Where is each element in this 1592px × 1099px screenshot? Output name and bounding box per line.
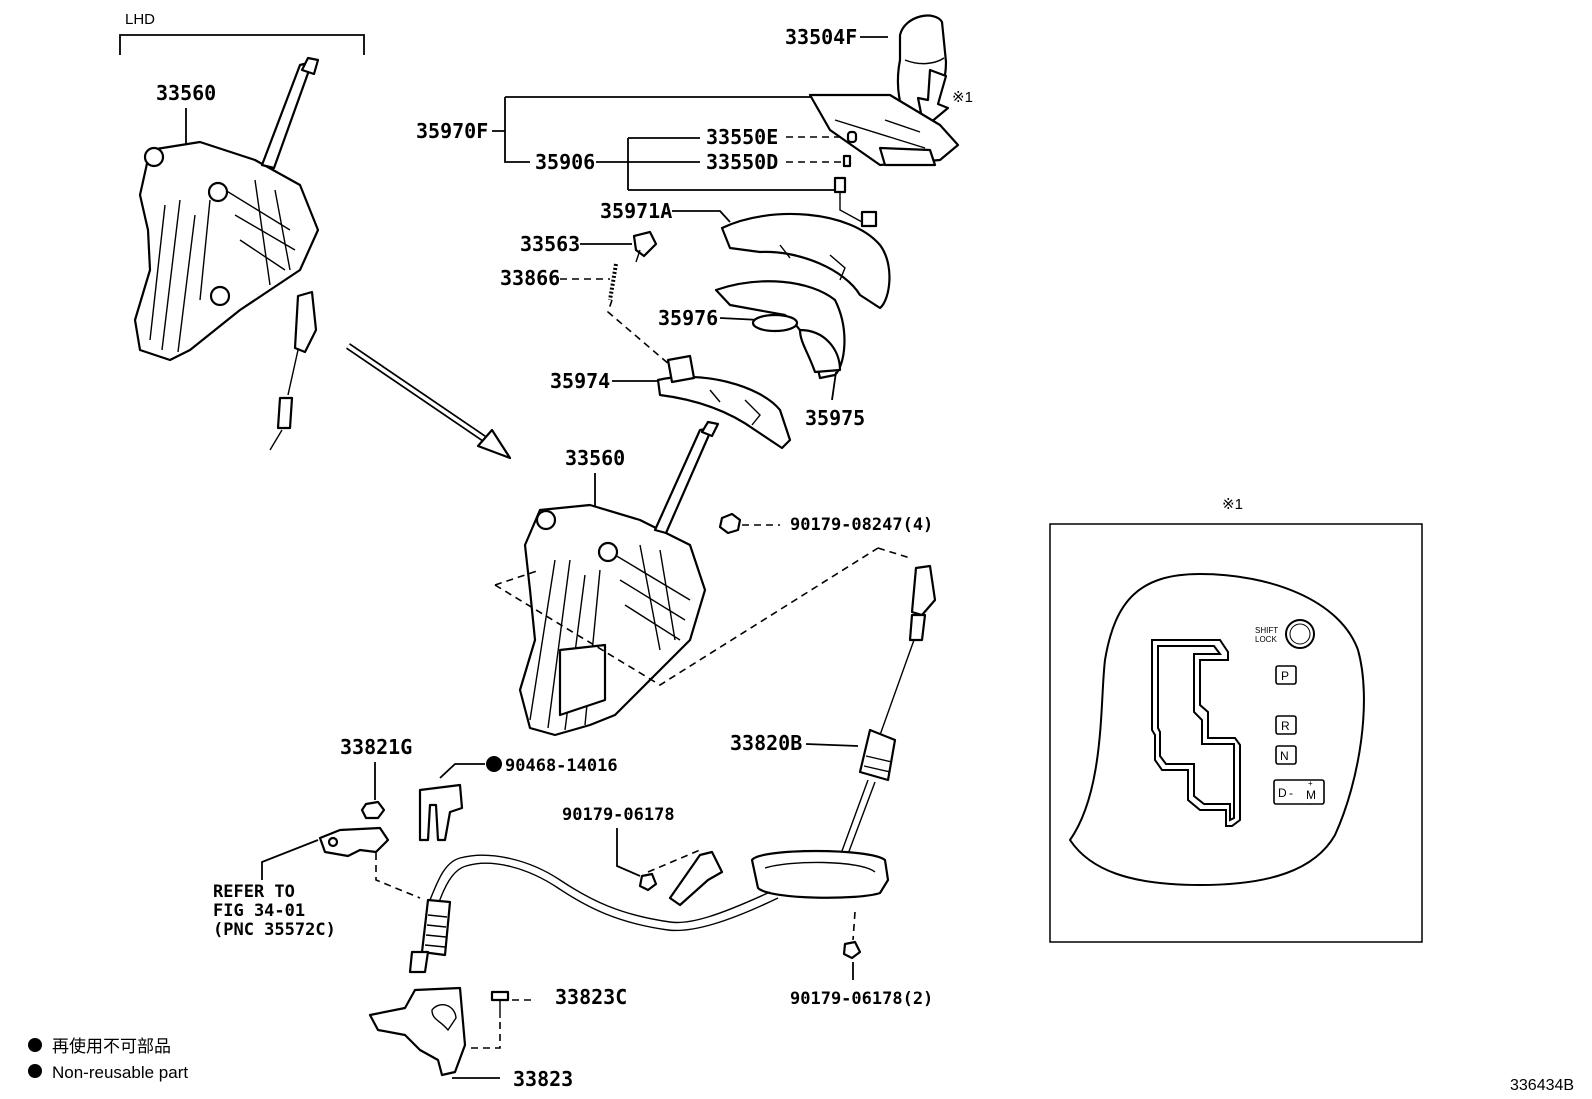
shift-cable-33820B	[408, 564, 937, 974]
pos-r-box	[1275, 715, 1297, 735]
pos-r: R	[1281, 719, 1290, 733]
leader-35906	[596, 137, 835, 191]
shift-lock-button-inner	[1289, 623, 1311, 645]
leader-90179-06178	[616, 828, 641, 877]
shift-gate-panel	[1068, 572, 1365, 887]
nut-90179-08247	[718, 512, 742, 535]
bracket-33823	[368, 986, 467, 1077]
dashed-link-bracket	[375, 853, 421, 899]
refer-line-3: (PNC 35572C)	[213, 920, 336, 940]
diagram-id: 336434B	[1510, 1077, 1574, 1094]
pos-n-box	[1275, 745, 1297, 765]
shift-position-indicator-housing	[808, 93, 960, 167]
label-35971A: 35971A	[600, 199, 672, 223]
leader-35975	[831, 371, 837, 401]
spring-33866	[608, 263, 618, 301]
label-33550E: 33550E	[706, 125, 778, 149]
legend-en: Non-reusable part	[52, 1063, 188, 1082]
label-33823C: 33823C	[555, 985, 627, 1009]
pos-p-box	[1275, 665, 1297, 685]
pos-n: N	[1280, 749, 1289, 763]
leader-35970F	[492, 96, 812, 163]
label-35975: 35975	[805, 406, 865, 430]
label-33866: 33866	[500, 266, 560, 290]
legend-dot-jp	[28, 1038, 42, 1052]
dashed-link-nut	[647, 849, 701, 873]
nonreusable-dot-90468	[486, 756, 502, 772]
lhd-bracket	[119, 34, 365, 55]
leader-refer	[261, 839, 319, 880]
label-35976: 35976	[658, 306, 718, 330]
note-mark-1: ※1	[952, 89, 973, 106]
bolt-33823C	[490, 990, 510, 1018]
cover-35971A	[720, 212, 891, 310]
label-33563: 33563	[520, 232, 580, 256]
label-33560-top: 33560	[156, 81, 216, 105]
label-33820B: 33820B	[730, 731, 802, 755]
plate-35975	[714, 280, 846, 380]
label-90468-14016: 90468-14016	[505, 756, 618, 776]
bulb-parts	[833, 130, 878, 228]
pos-minus: −	[1307, 800, 1312, 809]
direction-arrow	[346, 343, 512, 460]
label-90179-08247: 90179-08247(4)	[790, 515, 933, 535]
label-33550D: 33550D	[706, 150, 778, 174]
assembly-outline-dashed	[494, 547, 911, 686]
pin-33563	[632, 230, 658, 263]
label-90179-06178: 90179-06178	[562, 805, 675, 825]
pos-d: D	[1278, 786, 1287, 800]
label-35970F: 35970F	[416, 119, 488, 143]
leader-90468-14016	[439, 763, 485, 779]
pos-plus: +	[1308, 779, 1313, 788]
label-35906: 35906	[535, 150, 595, 174]
indicator-arrow	[916, 68, 950, 130]
pos-p: P	[1281, 669, 1289, 683]
refer-line-1: REFER TO	[213, 882, 295, 902]
slide-plate-35976	[751, 313, 799, 333]
dashed-link-nut-2	[852, 911, 856, 941]
clip-90468-14016	[418, 783, 464, 842]
refer-line-2: FIG 34-01	[213, 901, 305, 921]
bracket-plate	[318, 826, 390, 858]
bracket-hole	[327, 836, 339, 848]
nut-90179-06178-2	[842, 940, 862, 960]
plate-35974	[656, 354, 792, 450]
pos-dm-box	[1273, 779, 1325, 805]
pos-m: M	[1306, 788, 1316, 802]
shift-lever-assembly-lhd	[133, 56, 320, 451]
legend-dot-en	[28, 1064, 42, 1078]
shift-lock-label-2: LOCK	[1255, 635, 1277, 644]
label-33823: 33823	[513, 1067, 573, 1091]
shift-lock-label-1: SHIFT	[1255, 626, 1278, 635]
label-35974: 35974	[550, 369, 610, 393]
inset-title: ※1	[1222, 496, 1243, 513]
dashed-link-spring	[607, 299, 671, 366]
nut-33821G	[360, 800, 386, 820]
dashed-link-bolt	[468, 1022, 501, 1049]
label-90179-06178-2: 90179-06178(2)	[790, 989, 933, 1009]
lhd-label: LHD	[125, 11, 155, 28]
pos-dash: -	[1289, 786, 1293, 800]
label-33560-center: 33560	[565, 446, 625, 470]
label-33821G: 33821G	[340, 735, 412, 759]
leader-35971A	[672, 210, 731, 223]
leader-33820B	[805, 743, 859, 747]
label-33504F: 33504F	[785, 25, 857, 49]
nut-90179-06178	[638, 872, 658, 892]
shift-lever-assembly	[518, 420, 720, 737]
legend-jp: 再使用不可部品	[52, 1036, 171, 1056]
